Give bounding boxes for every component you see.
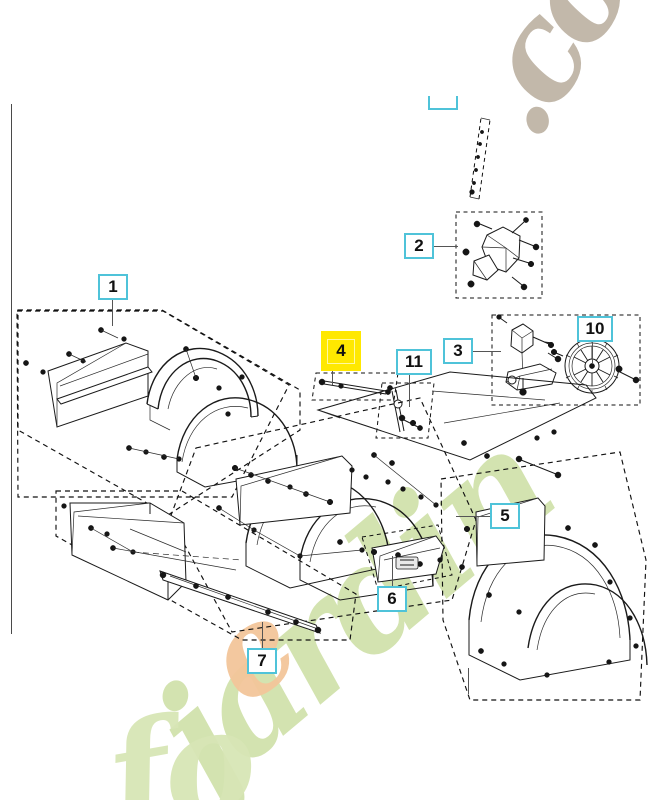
callout-5-box[interactable]: 5 xyxy=(490,503,520,529)
callout-2[interactable]: 2 xyxy=(404,233,434,259)
callout-4-highlighted[interactable]: 4 xyxy=(321,331,361,371)
group-6-artwork xyxy=(361,524,453,591)
callout-label: 4 xyxy=(327,338,355,364)
group-5-artwork xyxy=(316,371,648,701)
group-2-artwork xyxy=(455,117,543,299)
callout-1[interactable]: 1 xyxy=(98,274,128,300)
group-3-artwork xyxy=(491,314,641,406)
group-11-artwork xyxy=(375,382,435,439)
leader-7 xyxy=(262,622,263,648)
leader-1 xyxy=(112,300,113,326)
callout-10[interactable]: 10 xyxy=(577,316,613,342)
page-left-rule xyxy=(11,104,12,634)
group-10-wheel xyxy=(550,338,640,394)
callout-label: 2 xyxy=(414,236,424,255)
leader-2 xyxy=(434,246,458,247)
leader-11 xyxy=(409,375,410,407)
callout-label: 5 xyxy=(500,506,510,525)
callout-3[interactable]: 3 xyxy=(443,338,473,364)
callout-11[interactable]: 11 xyxy=(396,349,432,375)
callout-7[interactable]: 7 xyxy=(247,648,277,674)
leader-group5-bottom xyxy=(468,668,469,694)
callout-label: 10 xyxy=(585,319,605,338)
callout-label: 3 xyxy=(453,341,463,360)
callout-label: 6 xyxy=(387,589,397,608)
leader-5 xyxy=(456,516,490,517)
callout-6[interactable]: 6 xyxy=(377,586,407,612)
leader-4 xyxy=(332,371,333,385)
callout-label: 1 xyxy=(108,277,118,296)
callout-top-clipped[interactable] xyxy=(428,96,458,110)
leader-6 xyxy=(392,556,393,586)
leader-3 xyxy=(473,351,501,352)
group-4-artwork xyxy=(311,372,399,401)
leader-10 xyxy=(592,342,593,364)
callout-label: 7 xyxy=(257,651,267,670)
group-7-artwork xyxy=(55,490,357,641)
callout-label: 11 xyxy=(405,352,423,371)
